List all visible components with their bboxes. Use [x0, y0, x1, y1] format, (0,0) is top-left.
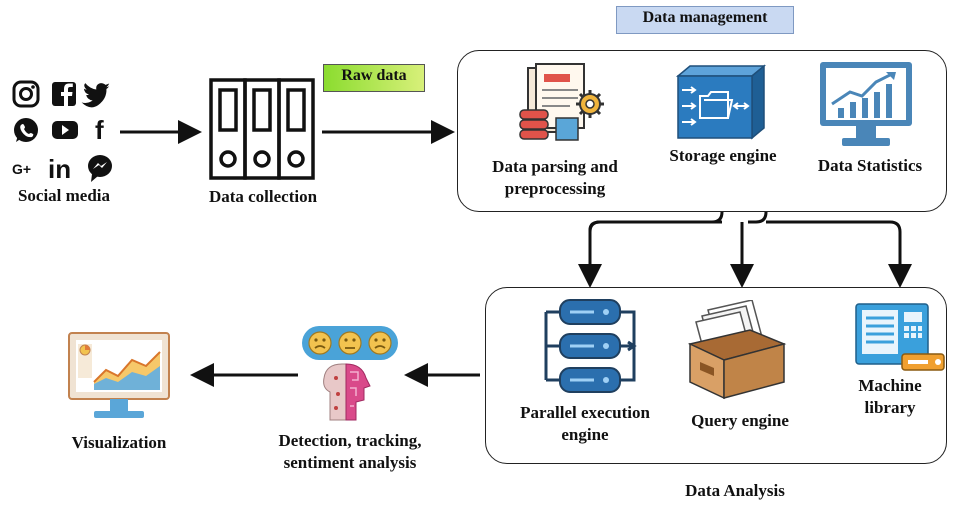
binders-icon: [208, 77, 316, 181]
data-statistics-label: Data Statistics: [817, 156, 923, 175]
visualization-monitor-icon: [66, 330, 172, 424]
sentiment-head-icon: [300, 322, 400, 422]
linkedin-icon: in: [48, 154, 71, 184]
facebook-square-icon: [52, 82, 76, 106]
machine-library-label-line1: Machine: [858, 376, 922, 395]
messenger-icon: [88, 155, 112, 182]
arrow-to-parallel-engine: [578, 220, 722, 288]
query-box-icon: [687, 299, 788, 400]
visualization-label: Visualization: [71, 433, 167, 452]
machine-library-label-line2: library: [864, 398, 916, 417]
storage-engine-icon: [672, 62, 768, 142]
statistics-monitor-icon: [816, 58, 916, 154]
instagram-icon: [12, 80, 40, 108]
arrow-storage-down: [748, 170, 768, 224]
raw-data-badge: Raw data: [323, 64, 425, 92]
arrow-to-machine-library: [766, 220, 912, 288]
data-analysis-title: Data Analysis: [685, 481, 785, 500]
social-media-icons: f G+ in: [10, 78, 120, 186]
detection-label-line2: sentiment analysis: [283, 453, 417, 472]
parallel-engine-label-line2: engine: [561, 425, 609, 444]
machine-library-icon: [852, 302, 948, 374]
query-engine-label: Query engine: [691, 411, 789, 430]
data-parsing-label-line1: Data parsing and: [492, 157, 618, 176]
youtube-icon: [52, 121, 78, 139]
data-collection-label: Data collection: [208, 187, 318, 206]
storage-engine-label: Storage engine: [669, 146, 777, 165]
data-parsing-label-line2: preprocessing: [504, 179, 606, 198]
document-gear-icon: [510, 60, 610, 152]
social-media-label: Social media: [17, 186, 111, 205]
parallel-engine-label-line1: Parallel execution: [520, 403, 650, 422]
detection-label-line1: Detection, tracking,: [278, 431, 422, 450]
twitter-icon: [81, 83, 110, 108]
data-management-title: Data management: [616, 6, 794, 34]
parallel-servers-icon: [542, 298, 638, 394]
facebook-f-icon: f: [95, 115, 104, 145]
whatsapp-icon: [14, 118, 38, 142]
google-plus-icon: G+: [12, 161, 31, 177]
